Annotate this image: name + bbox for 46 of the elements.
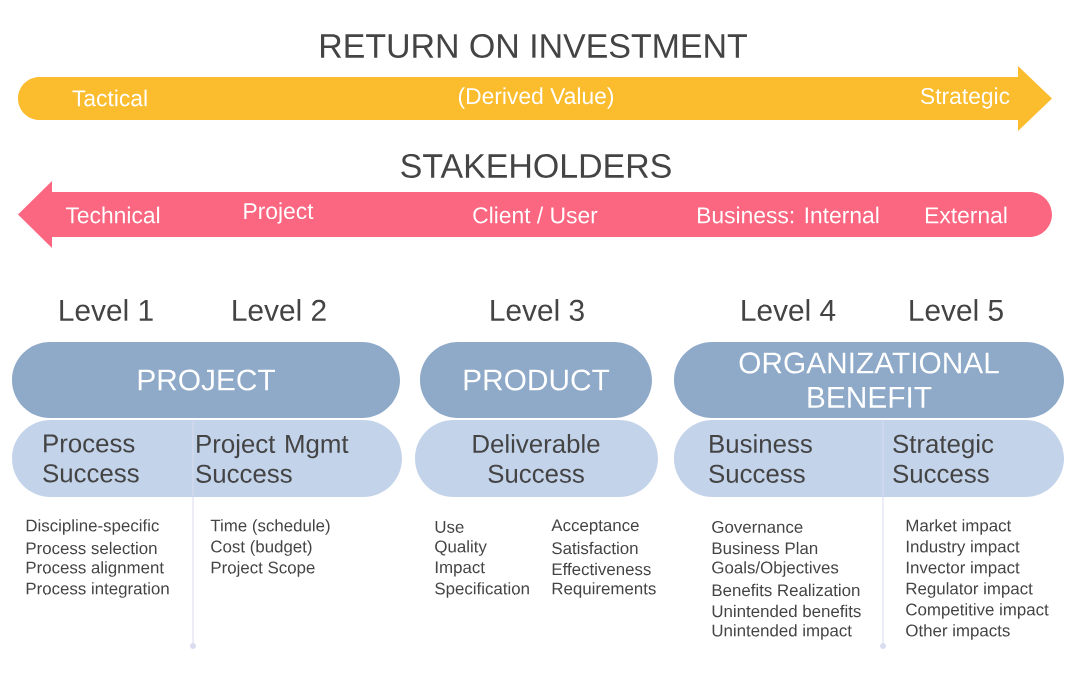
node-label: Process Success	[43, 434, 139, 483]
category-pill: ORGANIZATIONAL BENEFIT	[674, 342, 1064, 418]
list-item: Other impacts	[906, 624, 1010, 640]
list-item: Use	[435, 521, 464, 533]
category-pill: PROJECT	[12, 342, 400, 418]
list-item: Satisfaction	[552, 541, 638, 555]
list-item: Goals/Objectives	[712, 561, 839, 577]
list-item: Industry impact	[906, 540, 1020, 556]
node-label: Strategic Success	[893, 434, 994, 483]
list-item: Specification	[435, 582, 529, 598]
list-item: Time (schedule)	[210, 519, 330, 535]
list-item: Quality	[435, 540, 487, 556]
list-item: Acceptance	[551, 519, 639, 535]
list-item: Process selection	[26, 541, 157, 555]
list-item: Governance	[712, 521, 803, 533]
node-label: Business Success	[709, 434, 812, 483]
list-item: Impact	[435, 561, 485, 577]
list-item: Process integration	[26, 582, 169, 598]
success-pill: Process Success	[12, 420, 193, 497]
list-item: Process alignment	[26, 561, 164, 577]
list-item: Unintended impact	[712, 624, 852, 640]
success-pill: Project Mgmt Success	[193, 420, 402, 497]
level-label: Level 5	[910, 299, 1003, 321]
band-heading: RETURN ON INVESTMENT	[321, 33, 747, 58]
success-pill: Strategic Success	[883, 420, 1064, 497]
list-item: Market impact	[906, 519, 1012, 535]
level-label: Level 1	[60, 299, 153, 321]
level-label: Level 3	[491, 299, 584, 321]
list-item: Effectiveness	[552, 562, 651, 576]
list-item: Competitive impact	[906, 603, 1049, 619]
list-item: Requirements	[552, 582, 656, 598]
list-item: Benefits Realization	[712, 583, 860, 597]
list-item: Unintended benefits	[712, 604, 861, 618]
level-label: Level 2	[233, 299, 326, 321]
list-item: Business Plan	[712, 541, 818, 555]
success-pill: Business Success	[674, 420, 883, 497]
list-item: Invector impact	[906, 561, 1020, 577]
band-heading: STAKEHOLDERS	[401, 153, 671, 178]
list-item: Discipline-specific	[26, 519, 159, 535]
node-label: Project Mgmt Success	[196, 434, 349, 483]
category-pill: PRODUCT	[420, 342, 652, 418]
success-pill: Deliverable Success	[415, 420, 658, 497]
list-item: Regulator impact	[906, 582, 1033, 598]
level-label: Level 4	[742, 299, 836, 321]
list-item: Cost (budget)	[211, 540, 312, 556]
list-item: Project Scope	[211, 561, 315, 577]
